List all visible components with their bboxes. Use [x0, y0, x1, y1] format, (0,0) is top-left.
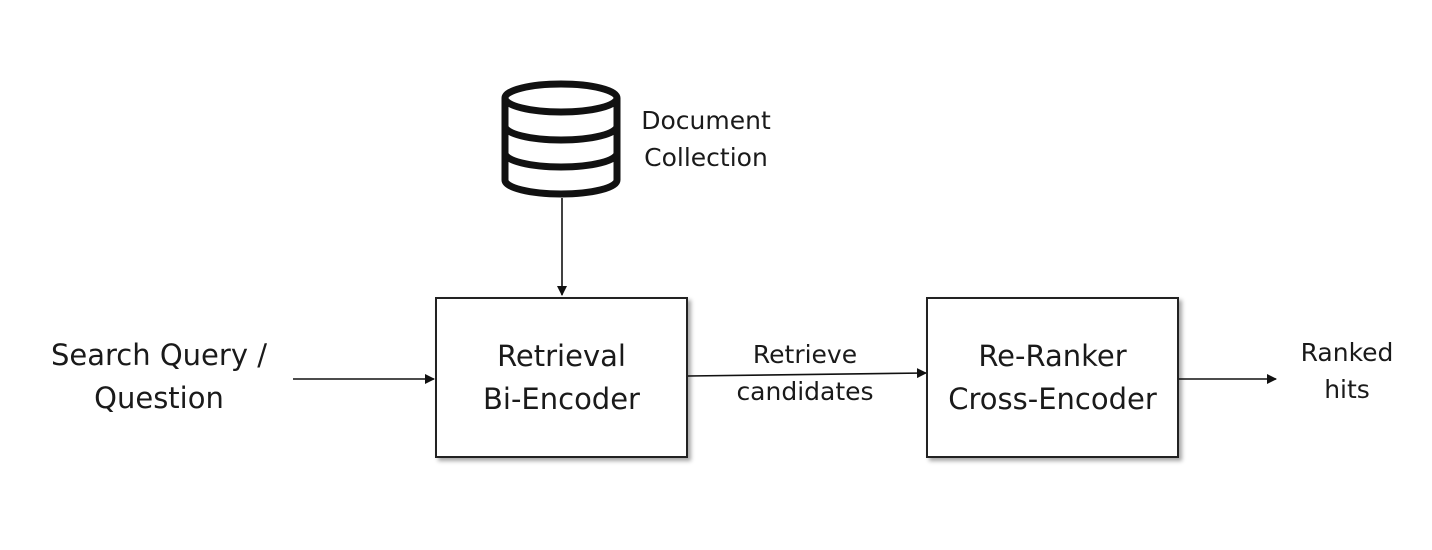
retrieve-label-line2: candidates [736, 377, 874, 406]
reranker-box-label: Re-Ranker Cross-Encoder [928, 335, 1177, 421]
retrieval-box-label: Retrieval Bi-Encoder [437, 335, 686, 421]
retrieval-bi-encoder-box: Retrieval Bi-Encoder [435, 297, 688, 458]
ranked-hits-line2: hits [1324, 375, 1370, 404]
retrieve-label-line1: Retrieve [752, 340, 858, 369]
ranked-hits-label: Ranked hits [1286, 334, 1408, 408]
reranker-cross-encoder-box: Re-Ranker Cross-Encoder [926, 297, 1179, 458]
collection-label-line1: Document [641, 106, 771, 135]
retrieval-box-line1: Retrieval [497, 339, 626, 373]
retrieval-box-line2: Bi-Encoder [483, 382, 640, 416]
collection-label: Document Collection [632, 102, 780, 176]
retrieve-candidates-label: Retrieve candidates [720, 336, 890, 410]
query-label: Search Query / Question [32, 334, 286, 420]
collection-label-line2: Collection [644, 143, 768, 172]
reranker-box-line2: Cross-Encoder [948, 382, 1157, 416]
database-icon [501, 80, 621, 198]
query-label-line1: Search Query / [51, 338, 267, 372]
retrieval-to-reranker-arrow [687, 368, 927, 379]
query-label-line2: Question [94, 381, 224, 415]
reranker-box-line1: Re-Ranker [978, 339, 1127, 373]
ranked-hits-line1: Ranked [1300, 338, 1394, 367]
